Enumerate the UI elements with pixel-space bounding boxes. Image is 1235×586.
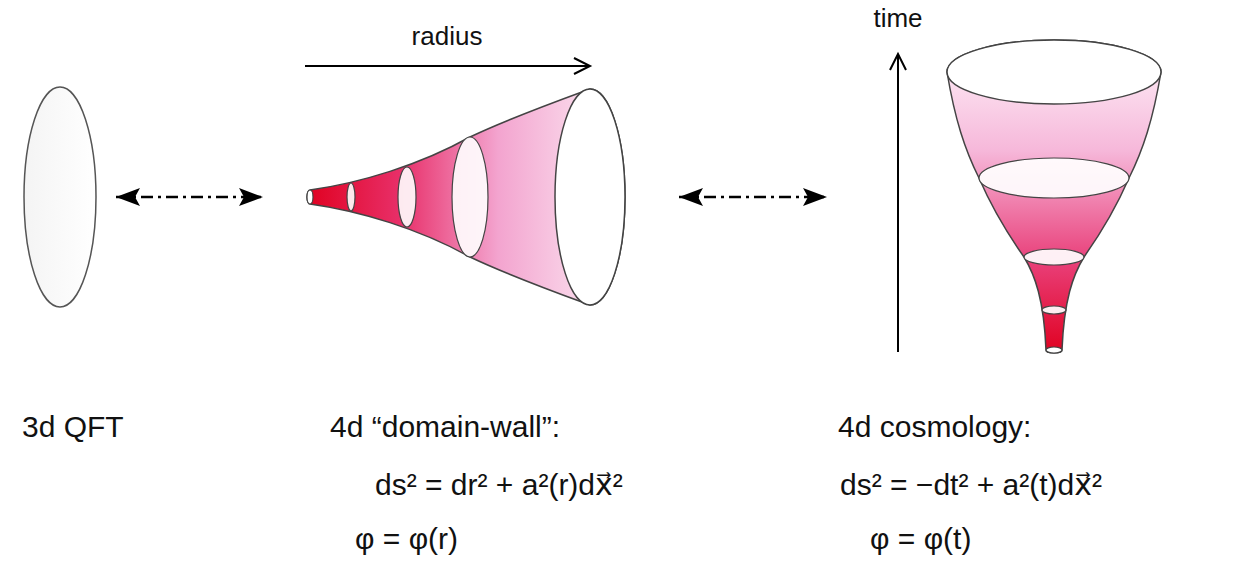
axis-head (890, 54, 906, 70)
radius-axis (305, 65, 588, 67)
duality-arrow (679, 196, 827, 199)
cosmology-cone (947, 40, 1161, 353)
cross-section (452, 137, 488, 257)
shape-heading: 4d “domain-wall”: (330, 410, 560, 445)
diagram-shape: 4d “domain-wall”:ds² = dr² + a²(r)dx⃗²φ … (305, 86, 627, 308)
cross-section (979, 158, 1129, 198)
axis-label: time (871, 4, 924, 34)
cross-section (1024, 249, 1084, 265)
diagram-shape: 4d cosmology:ds² = −dt² + a²(t)dx⃗²φ = φ… (945, 38, 1164, 358)
equation-text: ds² = −dt² + a²(t)dx⃗² (840, 468, 1102, 503)
shape-heading: 3d QFT (22, 410, 124, 445)
equation-text: ds² = dr² + a²(r)dx⃗² (375, 468, 623, 503)
cross-section (398, 167, 416, 227)
axis-head (574, 58, 590, 74)
diagram-shape: 3d QFT (22, 86, 98, 308)
cross-section (947, 40, 1161, 104)
equation-text: φ = φ(r) (355, 522, 458, 557)
cross-section (1042, 306, 1066, 314)
boundary-circle (24, 87, 96, 307)
cross-section (307, 190, 313, 204)
cross-section (555, 89, 625, 305)
axis-label: radius (410, 22, 485, 52)
equation-text: φ = φ(t) (870, 522, 971, 557)
cross-section (347, 183, 355, 211)
shape-heading: 4d cosmology: (838, 410, 1031, 445)
time-axis (897, 56, 899, 352)
duality-arrow (116, 196, 263, 199)
domain-wall-cone (307, 89, 625, 305)
cross-section (1046, 347, 1062, 353)
